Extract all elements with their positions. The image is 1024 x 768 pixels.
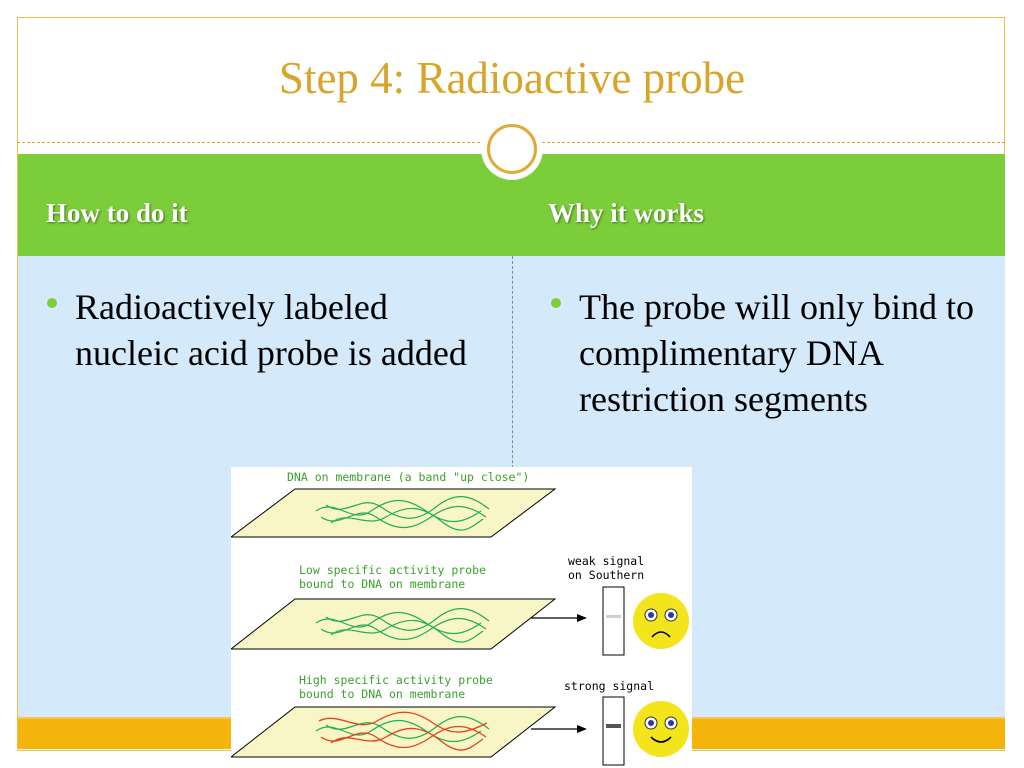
membrane-2 — [231, 598, 557, 650]
ornament-ring-icon — [487, 124, 537, 174]
column-heading-how: How to do it — [46, 198, 188, 228]
panel2-result-line1: weak signal — [568, 554, 644, 568]
panel3-result: strong signal — [564, 679, 654, 693]
gel-lane-strong — [602, 696, 625, 766]
panel2-caption-line1: Low specific activity probe — [299, 563, 486, 577]
column-heading-why: Why it works — [548, 198, 705, 228]
happy-face-icon — [633, 701, 689, 757]
panel3-caption-line1: High specific activity probe — [299, 673, 493, 687]
sad-face-icon — [633, 593, 689, 649]
dna-strands-3 — [315, 716, 490, 743]
strong-band — [606, 724, 621, 728]
panel2-result-line2: on Southern — [568, 568, 644, 582]
panel2-caption-line2: bound to DNA on membrane — [299, 577, 465, 591]
arrow-head-icon — [577, 614, 587, 622]
panel1-caption: DNA on membrane (a band "up close") — [287, 470, 529, 484]
gel-lane-weak — [602, 586, 625, 656]
dna-strands-1 — [315, 496, 490, 531]
bullet-item-how: Radioactively labeled nucleic acid probe… — [47, 284, 467, 376]
bullet-icon — [47, 298, 57, 308]
probe-strands-3 — [318, 711, 488, 751]
dna-strands-2 — [315, 608, 490, 643]
panel3-caption-line2: bound to DNA on membrane — [299, 687, 465, 701]
bullet-item-why: The probe will only bind to complimentar… — [551, 284, 991, 422]
weak-band — [606, 615, 621, 618]
arrow-head-icon — [577, 725, 587, 733]
bullet-icon — [551, 298, 561, 308]
slide-title: Step 4: Radioactive probe — [278, 53, 746, 103]
bullet-text-why: The probe will only bind to complimentar… — [579, 287, 974, 419]
bullet-text-how: Radioactively labeled nucleic acid probe… — [75, 287, 467, 373]
southern-blot-figure: DNA on membrane (a band "up close") Low … — [231, 467, 692, 768]
